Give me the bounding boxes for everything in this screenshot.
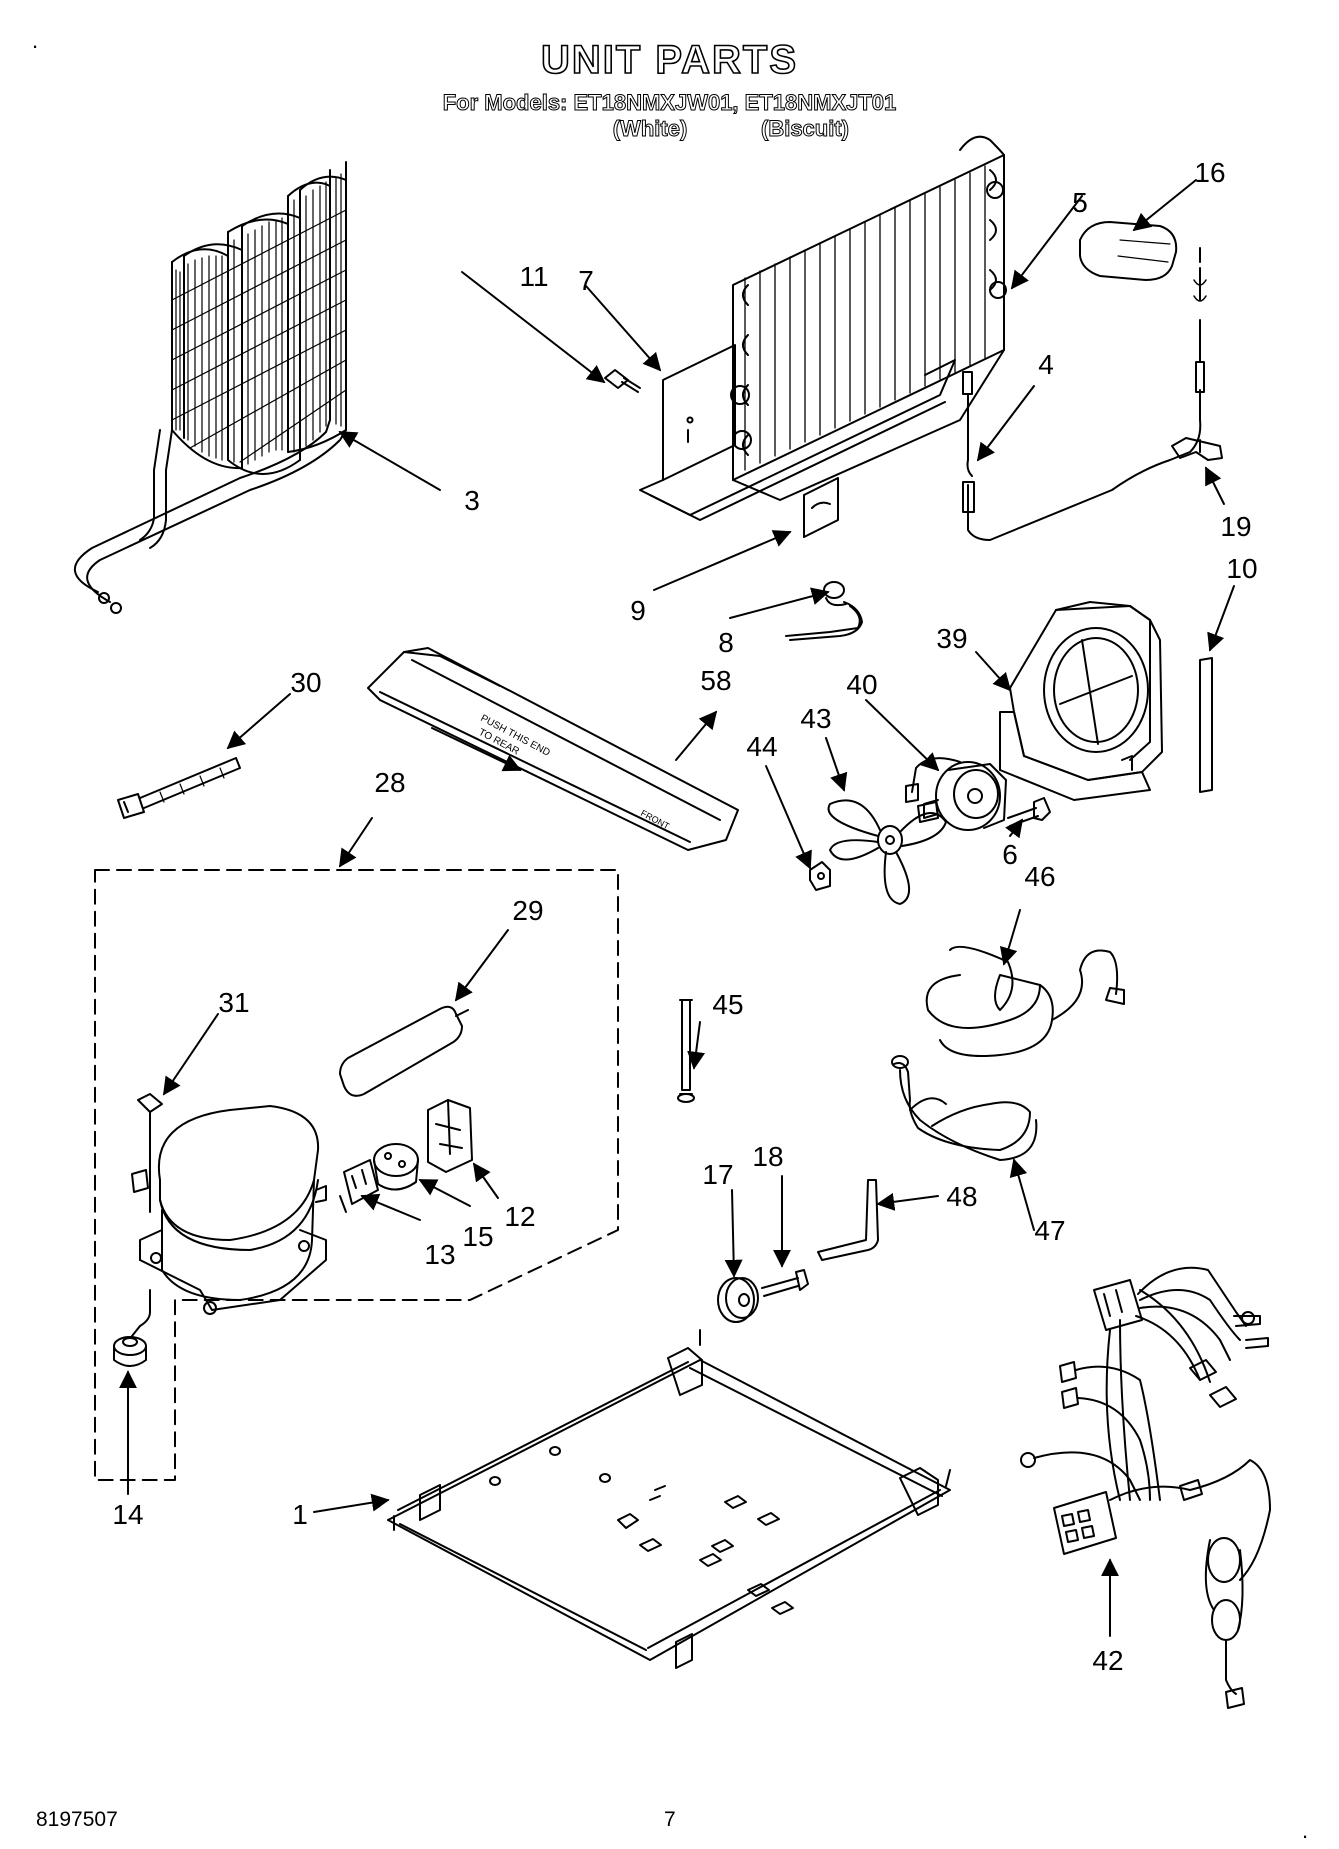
- callout-44: 44: [746, 731, 777, 762]
- callout-48: 48: [946, 1181, 977, 1212]
- filter-drier: [339, 1005, 469, 1097]
- base-plate: [387, 1329, 951, 1669]
- callout-46: 46: [1024, 861, 1055, 892]
- cable-tie: [117, 757, 241, 819]
- fan-blade: [827, 799, 947, 905]
- callout-43: 43: [800, 703, 831, 734]
- callout-10: 10: [1226, 553, 1257, 584]
- callout-3: 3: [464, 485, 480, 516]
- page-number: 7: [664, 1808, 676, 1831]
- callout-14: 14: [112, 1499, 143, 1530]
- callout-5: 5: [1072, 187, 1088, 218]
- callout-4: 4: [1038, 349, 1054, 380]
- color-white-label: (White): [612, 116, 688, 142]
- page-title: UNIT PARTS: [540, 37, 799, 83]
- corner-mark: .: [32, 28, 39, 53]
- callout-12: 12: [504, 1201, 535, 1232]
- models-line: For Models: ET18NMXJW01, ET18NMXJT01: [442, 90, 897, 116]
- roller: [717, 1277, 759, 1323]
- callout-16: 16: [1194, 157, 1225, 188]
- callout-17: 17: [702, 1159, 733, 1190]
- insulation-pad: [1079, 221, 1178, 281]
- callout-45: 45: [712, 989, 743, 1020]
- start-relay: [373, 1143, 419, 1191]
- callout-15: 15: [462, 1221, 493, 1252]
- callout-13: 13: [424, 1239, 455, 1270]
- callout-19: 19: [1220, 511, 1251, 542]
- condenser-coil: [73, 161, 347, 614]
- bracket-screw: [137, 1093, 163, 1137]
- leader-arrows: [119, 179, 1235, 1637]
- screw-6: [1007, 797, 1051, 827]
- grommet: [113, 1336, 147, 1367]
- evaporator: [730, 135, 1007, 501]
- callout-11: 11: [519, 261, 548, 292]
- callout-28: 28: [374, 767, 405, 798]
- foam-strip: [1199, 657, 1213, 793]
- fan-motor: [905, 757, 1007, 831]
- alignment-pin: [677, 999, 695, 1103]
- relay-cover: [427, 1099, 473, 1173]
- defrost-clip: [1171, 437, 1223, 461]
- callout-6: 6: [1002, 839, 1018, 870]
- callout-58: 58: [700, 665, 731, 696]
- discharge-tube: [925, 945, 1125, 1057]
- callout-39: 39: [936, 623, 967, 654]
- callout-40: 40: [846, 669, 877, 700]
- callout-9: 9: [630, 595, 646, 626]
- evaporator-cover: [639, 344, 956, 521]
- document-number: 8197507: [36, 1808, 118, 1831]
- defrost-wire: [962, 247, 1207, 541]
- callout-31: 31: [218, 987, 249, 1018]
- callout-30: 30: [290, 667, 321, 698]
- process-tube: [817, 1179, 879, 1261]
- callout-8: 8: [718, 627, 734, 658]
- callout-47: 47: [1034, 1215, 1065, 1246]
- callout-29: 29: [512, 895, 543, 926]
- callout-42: 42: [1092, 1645, 1123, 1676]
- sensor: [785, 581, 863, 641]
- callout-numbers: 1 3 4 5 6 7 8 9 10 11 12 13 14 15 16 17 …: [112, 157, 1257, 1676]
- evaporator-clip: [803, 477, 839, 538]
- callout-1: 1: [292, 1499, 308, 1530]
- screw-11: [604, 369, 641, 393]
- callout-7: 7: [578, 265, 594, 296]
- fan-clip: [809, 861, 831, 891]
- compressor: [131, 1105, 327, 1337]
- corner-mark: .: [1302, 1818, 1309, 1843]
- suction-tube: [891, 1055, 1038, 1161]
- drain-tray: PUSH THIS END TO REAR FRONT: [367, 647, 739, 851]
- overload-protector: [339, 1159, 379, 1213]
- fan-shroud: [999, 601, 1163, 801]
- roller-bolt: [761, 1269, 809, 1297]
- wiring-harness: [1020, 1266, 1271, 1709]
- compressor-group-outline: [94, 869, 619, 1481]
- callout-18: 18: [752, 1141, 783, 1172]
- color-biscuit-label: (Biscuit): [761, 116, 850, 142]
